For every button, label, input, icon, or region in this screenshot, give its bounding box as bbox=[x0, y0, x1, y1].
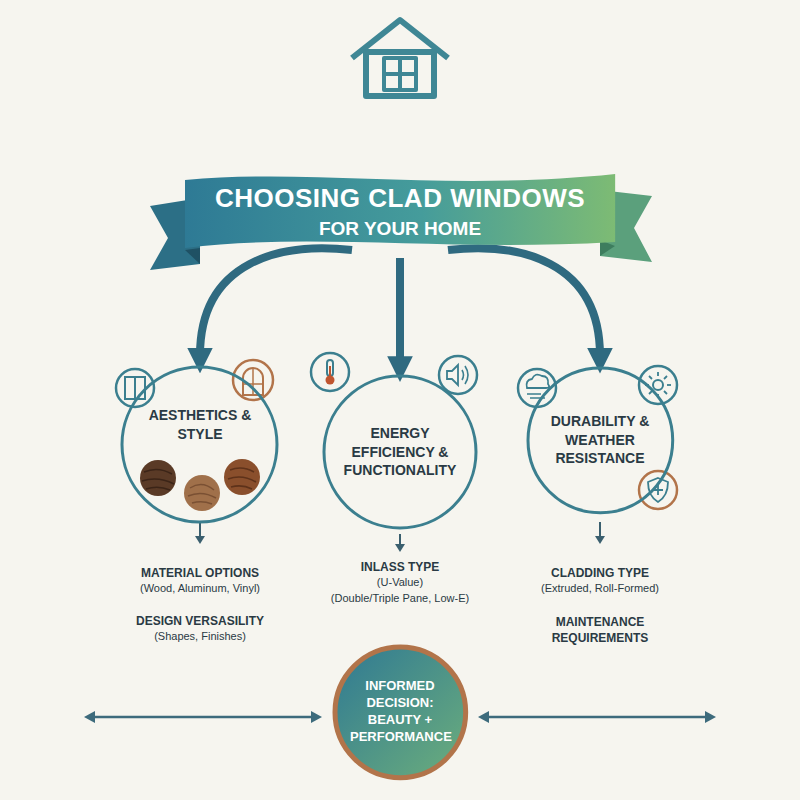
wood-swatches bbox=[140, 459, 260, 511]
category-circle: ENERGY EFFICIENCY & FUNCTIONALITY bbox=[322, 374, 478, 530]
decision-circle: INFORMED DECISION: BEAUTY + PERFORMANCE bbox=[332, 644, 469, 781]
category-circle: DURABILITY & WEATHER RESISTANCE bbox=[526, 366, 675, 515]
node-text: ENERGY EFFICIENCY & FUNCTIONALITY bbox=[340, 424, 460, 481]
detail-heading: CLADDING TYPE bbox=[551, 566, 649, 580]
flow-arrow bbox=[200, 248, 352, 355]
node-text: AESTHETICS & STYLE bbox=[140, 406, 260, 444]
node-subtext: FOR YOUR HOME bbox=[319, 218, 481, 240]
detail-note: (Wood, Aluminum, Vinyl) bbox=[140, 582, 260, 594]
flow-arrow bbox=[396, 258, 404, 364]
circle-outline-path bbox=[122, 367, 277, 522]
circle-outline bbox=[120, 365, 279, 524]
node-text: INFORMED DECISION: BEAUTY + PERFORMANCE bbox=[350, 678, 450, 746]
thermometer-icon bbox=[311, 353, 349, 391]
detail-heading: MAINTENANCE REQUIREMENTS bbox=[540, 614, 660, 646]
circle-outline-path bbox=[528, 368, 673, 513]
detail-heading: MATERIAL OPTIONS bbox=[141, 566, 259, 580]
ribbon-band bbox=[185, 174, 615, 248]
circle-outline-path bbox=[324, 376, 476, 528]
node-text: CHOOSING CLAD WINDOWS bbox=[215, 183, 585, 214]
node-text: DURABILITY & WEATHER RESISTANCE bbox=[540, 412, 660, 469]
detail-heading: INLASS TYPE bbox=[361, 560, 440, 574]
house-icon bbox=[352, 20, 448, 96]
detail-note: (Extruded, Roll-Formed) bbox=[541, 582, 659, 594]
arched-window-icon bbox=[233, 360, 273, 400]
detail-note: (U-Value) bbox=[377, 576, 423, 588]
category-circle: AESTHETICS & STYLE bbox=[120, 365, 279, 524]
speaker-icon bbox=[439, 356, 477, 394]
flow-arrow bbox=[448, 248, 600, 355]
circle-outline-path bbox=[335, 647, 466, 778]
title-ribbon: CHOOSING CLAD WINDOWS FOR YOUR HOME bbox=[185, 168, 615, 254]
shield-icon bbox=[639, 471, 677, 509]
detail-note: (Double/Triple Pane, Low-E) bbox=[331, 592, 469, 604]
detail-heading: DESIGN VERSASILITY bbox=[136, 614, 264, 628]
detail-note: (Shapes, Finishes) bbox=[154, 630, 246, 642]
